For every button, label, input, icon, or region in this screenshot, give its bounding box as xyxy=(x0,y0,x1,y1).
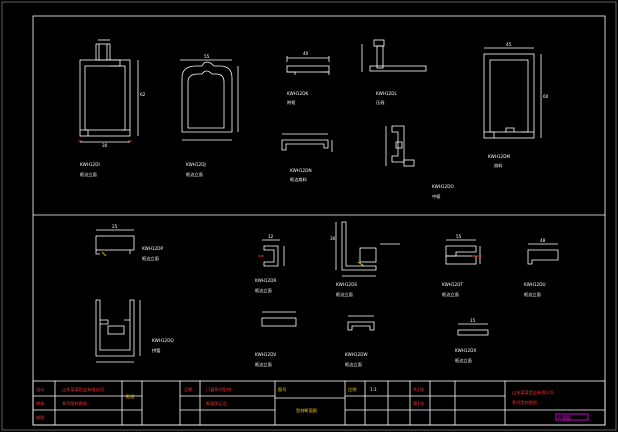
dimension-label: 45 xyxy=(506,42,512,47)
dimension-label: 62 xyxy=(140,92,146,97)
profile-code: KWH12DX xyxy=(455,348,476,353)
profile-bar-1 xyxy=(261,311,297,327)
tb-scale-label: 比例 xyxy=(348,386,356,393)
profile-code: KWH12DJ xyxy=(186,162,206,167)
profile-caption: 框边立面 xyxy=(80,171,97,178)
profile-strip-3 xyxy=(95,229,135,255)
profile-caption: 附框 xyxy=(287,99,296,106)
profile-caption: 拼管 xyxy=(152,347,160,354)
tb-sheet-count: 共1张 xyxy=(413,386,425,393)
profile-code: KWH12DU xyxy=(524,282,546,287)
profile-caption: 框边立面 xyxy=(255,287,272,294)
dimension-label: 12 xyxy=(268,234,274,239)
profile-code: KWH12DK xyxy=(287,91,308,96)
profile-caption: 框边立面 xyxy=(255,361,272,368)
title-block xyxy=(32,380,606,426)
profile-tbar xyxy=(361,39,427,72)
tb-sheet-no: 第1张 xyxy=(413,400,425,407)
profile-code: KWH12DL xyxy=(376,91,397,96)
yellow-accents xyxy=(101,251,365,267)
dimension-label: 48 xyxy=(540,238,546,243)
profile-cap xyxy=(347,315,375,331)
profile-code: KWH12DR xyxy=(255,278,276,283)
red-accents xyxy=(78,140,482,257)
dimension-label: 55 xyxy=(204,54,210,59)
profile-frame-3 xyxy=(483,47,542,139)
profile-code: KWH12DM xyxy=(488,154,510,159)
tb-scale-value: 1:1 xyxy=(370,387,377,392)
tb-design-label: 设计 xyxy=(36,386,44,393)
tb-company2-right: 系列型材图纸 xyxy=(512,399,538,406)
profile-caption: 框边立面 xyxy=(524,291,541,298)
profile-u-channel xyxy=(95,299,141,363)
profile-code: KWH12DN xyxy=(290,168,312,173)
tb-approve-label: 批准 xyxy=(126,393,134,400)
profile-caption: 框边立面 xyxy=(455,357,472,364)
stamp-box xyxy=(555,413,589,421)
dimension-label: 60 xyxy=(543,94,549,99)
profile-caption: 框边立面 xyxy=(142,255,159,262)
profile-hook xyxy=(527,243,559,265)
profile-caption: 压线 xyxy=(376,99,385,106)
profile-caption: 框边立面 xyxy=(442,291,459,298)
profile-frame-2 xyxy=(180,59,239,141)
profile-caption: 扇料 xyxy=(494,162,503,169)
profile-frame-1 xyxy=(79,39,139,143)
profile-strip-2 xyxy=(281,133,333,152)
profile-caption: 框边扇料 xyxy=(290,176,308,183)
profile-code: KWH12DI xyxy=(80,162,100,167)
profile-strip-1 xyxy=(286,56,330,75)
dimension-label: 40 xyxy=(303,51,309,56)
profile-step-1 xyxy=(262,239,285,267)
profile-code: KWH12DP xyxy=(142,246,163,251)
dimension-label: 15 xyxy=(470,318,476,323)
profile-code: KWH12DW xyxy=(345,352,368,357)
tb-drawn-label: 制图 xyxy=(36,414,44,421)
tb-drawing-title: 型材断面图 xyxy=(296,407,317,414)
profile-caption: 中梃 xyxy=(432,193,441,200)
tb-project-sub: 断面图汇总 xyxy=(206,400,227,407)
tb-stamp: A3图框 xyxy=(558,415,571,420)
profile-l-stem xyxy=(335,221,400,277)
dimension-label: 30 xyxy=(102,143,108,148)
profile-code: KWH12DQ xyxy=(152,338,174,343)
tb-sheet-label: 图号 xyxy=(278,387,286,393)
dimension-label: 55 xyxy=(456,234,462,239)
tb-project-title: 门窗系列型材 xyxy=(206,386,231,393)
profile-code: KWH12DS xyxy=(336,282,357,287)
profile-code: KWH12DT xyxy=(442,282,463,287)
profile-caption: 框边立面 xyxy=(345,361,362,368)
dimension-label: 30 xyxy=(330,236,336,241)
tb-company: 山东某某铝业有限公司 xyxy=(62,386,104,393)
profile-caption: 框边立面 xyxy=(336,291,353,298)
profile-bar-2 xyxy=(457,323,489,336)
tb-date-label: 日期 xyxy=(184,387,192,393)
profile-caption: 框边立面 xyxy=(186,171,203,178)
tb-company-2: 系列型材图纸 xyxy=(62,400,88,407)
tb-company-right: 山东某某铝业有限公司 xyxy=(512,389,554,396)
tb-check-label: 审核 xyxy=(36,400,45,407)
profile-code: KWH12DV xyxy=(255,352,276,357)
dimension-label: 25 xyxy=(112,224,118,229)
profile-step-2 xyxy=(445,239,481,265)
profile-channel-1 xyxy=(385,125,415,167)
profile-code: KWH12DO xyxy=(432,184,454,189)
